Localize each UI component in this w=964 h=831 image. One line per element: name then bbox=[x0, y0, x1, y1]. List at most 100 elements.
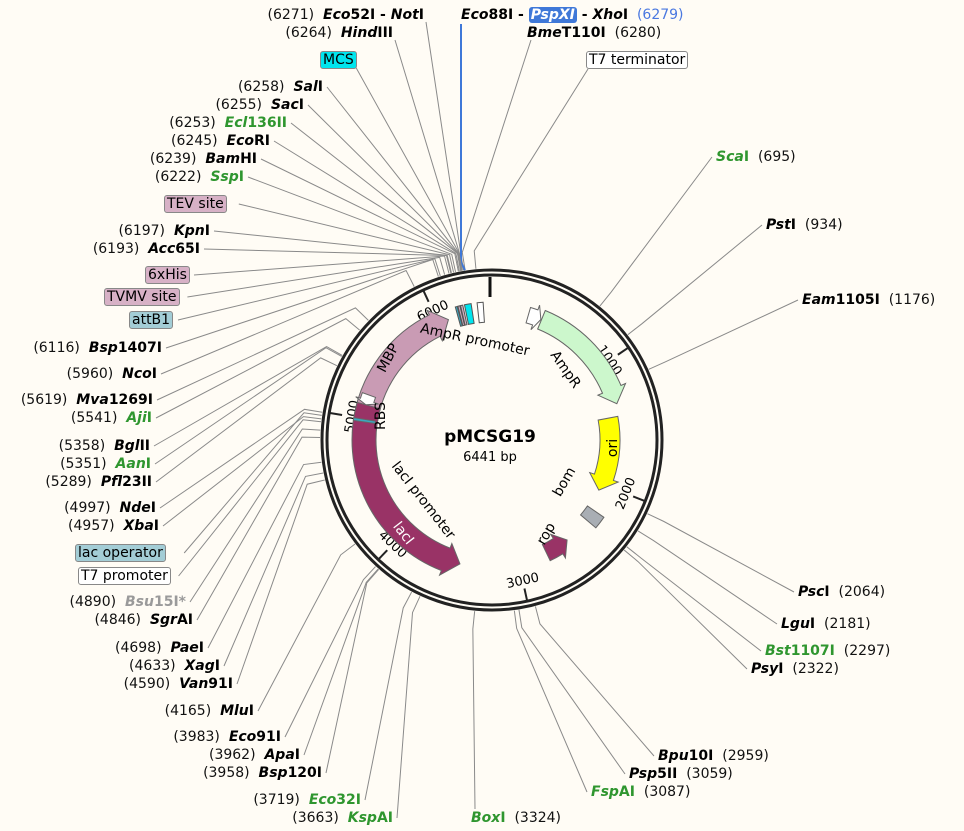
enzyme-site-label[interactable]: (3962) ApaI bbox=[209, 747, 300, 763]
enzyme-site-label[interactable]: PstI (934) bbox=[766, 217, 843, 233]
enzyme-name-part: 52I bbox=[350, 7, 376, 23]
mcs-region-feature[interactable] bbox=[454, 305, 463, 327]
feature-ori[interactable] bbox=[588, 415, 621, 491]
enzyme-site-label[interactable]: Bpu10I (2959) bbox=[658, 748, 769, 764]
enzyme-name: SalI bbox=[293, 79, 323, 95]
enzyme-name-part: I bbox=[778, 661, 784, 677]
feature-rbs[interactable] bbox=[352, 417, 377, 425]
enzyme-name: Bsu15I* bbox=[125, 594, 186, 610]
mcs-region-feature[interactable] bbox=[463, 303, 475, 325]
enzyme-site-label[interactable]: (5358) BglII bbox=[59, 438, 150, 454]
enzyme-name: KpnI bbox=[174, 223, 210, 239]
enzyme-site-label[interactable]: (6253) Ecl136II bbox=[169, 115, 287, 131]
enzyme-name-part: Sgr bbox=[149, 612, 177, 628]
enzyme-position: (3324) bbox=[514, 810, 562, 826]
enzyme-site-label[interactable]: (4997) NdeI bbox=[64, 500, 156, 516]
enzyme-name: LguI bbox=[781, 616, 815, 632]
enzyme-name-part: Mlu bbox=[220, 703, 249, 719]
enzyme-name-part: Not bbox=[390, 7, 419, 23]
enzyme-site-label[interactable]: Eco88I - PspXI - XhoI (6279) bbox=[461, 7, 684, 23]
enzyme-site-label[interactable]: (6197) KpnI bbox=[118, 223, 210, 239]
enzyme-position: (4957) bbox=[68, 518, 115, 534]
feature-label[interactable]: T7 promoter bbox=[78, 567, 171, 585]
enzyme-site-label[interactable]: (4846) SgrAI bbox=[94, 612, 193, 628]
feature-mbp[interactable] bbox=[353, 309, 450, 423]
enzyme-site-label[interactable]: (5541) AjiI bbox=[71, 410, 152, 426]
mcs-region-feature[interactable] bbox=[459, 304, 468, 326]
enzyme-site-label[interactable]: ScaI (695) bbox=[716, 149, 796, 165]
enzyme-site-label[interactable]: (6245) EcoRI bbox=[171, 133, 270, 149]
enzyme-site-label[interactable]: (3983) Eco91I bbox=[173, 729, 281, 745]
enzyme-name: XagI bbox=[185, 658, 220, 674]
enzyme-name-part: - bbox=[576, 7, 593, 23]
enzyme-site-label[interactable]: FspAI (3087) bbox=[591, 784, 690, 800]
enzyme-site-label[interactable]: (4957) XbaI bbox=[68, 518, 159, 534]
enzyme-site-label[interactable]: (6239) BamHI bbox=[150, 151, 257, 167]
feature-label[interactable]: attB1 bbox=[129, 311, 174, 329]
enzyme-name-part: Sal bbox=[293, 79, 318, 95]
tick-mark bbox=[377, 549, 388, 561]
enzyme-name: Eco88I - PspXI - XhoI bbox=[461, 7, 628, 23]
enzyme-site-label[interactable]: (3958) Bsp120I bbox=[203, 765, 322, 781]
enzyme-site-label[interactable]: (6255) SacI bbox=[215, 97, 304, 113]
enzyme-site-label[interactable]: (6222) SspI bbox=[155, 169, 244, 185]
enzyme-name-part: RI bbox=[254, 133, 270, 149]
enzyme-name-part: Ssp bbox=[210, 169, 239, 185]
feature-label[interactable]: T7 terminator bbox=[586, 51, 689, 69]
enzyme-name-part: Eam bbox=[802, 292, 836, 308]
plasmid-name: pMCSG19 bbox=[444, 427, 536, 447]
mcs-region-feature[interactable] bbox=[457, 305, 466, 327]
enzyme-site-label[interactable]: BoxI (3324) bbox=[471, 810, 561, 826]
feature-rop[interactable] bbox=[541, 533, 568, 562]
mcs-region-feature[interactable] bbox=[476, 301, 485, 324]
feature-label[interactable]: 6xHis bbox=[145, 266, 190, 284]
enzyme-site-label[interactable]: (5960) NcoI bbox=[67, 366, 157, 382]
enzyme-name: SacI bbox=[271, 97, 304, 113]
enzyme-site-label[interactable]: PscI (2064) bbox=[798, 584, 885, 600]
enzyme-site-label[interactable]: (6258) SalI bbox=[238, 79, 323, 95]
feature-laci-promoter[interactable] bbox=[355, 391, 379, 406]
enzyme-name-part: I bbox=[743, 149, 750, 165]
enzyme-site-label[interactable]: (6264) HindIII bbox=[285, 25, 393, 41]
enzyme-site-label[interactable]: (5619) Mva1269I bbox=[21, 392, 153, 408]
enzyme-site-label[interactable]: (5289) Pfl23II bbox=[45, 474, 152, 490]
feature-label[interactable]: TEV site bbox=[164, 195, 227, 213]
enzyme-site-label[interactable]: Psp5II (3059) bbox=[629, 766, 733, 782]
feature-ampr-promoter[interactable] bbox=[525, 304, 542, 331]
enzyme-site-label[interactable]: (4165) MluI bbox=[165, 703, 254, 719]
enzyme-name-part: 15I* bbox=[153, 594, 186, 610]
enzyme-name-part: I bbox=[214, 658, 220, 674]
enzyme-site-label[interactable]: (3663) KspAI bbox=[292, 810, 393, 826]
tick-mark bbox=[523, 588, 529, 602]
enzyme-site-label[interactable]: Eam1105I (1176) bbox=[802, 292, 935, 308]
enzyme-name-part: Nde bbox=[119, 500, 151, 516]
enzyme-site-label[interactable]: (4890) Bsu15I* bbox=[70, 594, 186, 610]
enzyme-site-label[interactable]: (5351) AanI bbox=[60, 456, 151, 472]
enzyme-site-label[interactable]: BmeT110I (6280) bbox=[527, 25, 661, 41]
enzyme-name-part: I bbox=[146, 410, 152, 426]
enzyme-site-label[interactable]: (4698) PaeI bbox=[115, 640, 204, 656]
enzyme-position: (5351) bbox=[60, 456, 107, 472]
enzyme-leader-line bbox=[626, 546, 762, 652]
enzyme-site-label[interactable]: (6193) Acc65I bbox=[93, 241, 200, 257]
enzyme-site-label[interactable]: (4590) Van91I bbox=[124, 676, 233, 692]
feature-label[interactable]: lac operator bbox=[75, 544, 166, 562]
enzyme-site-label[interactable]: (4633) XagI bbox=[129, 658, 220, 674]
feature-label[interactable]: TVMV site bbox=[104, 288, 180, 306]
enzyme-site-label[interactable]: (6116) Bsp1407I bbox=[33, 340, 162, 356]
enzyme-name-part: I bbox=[248, 703, 254, 719]
enzyme-site-label[interactable]: (3719) Eco32I bbox=[253, 792, 361, 808]
feature-ampr[interactable] bbox=[536, 309, 627, 405]
enzyme-leader-line bbox=[156, 307, 369, 401]
enzyme-site-label[interactable]: (6271) Eco52I - NotI bbox=[268, 7, 424, 23]
enzyme-site-label[interactable]: Bst1107I (2297) bbox=[765, 643, 890, 659]
enzyme-name-part: 23II bbox=[122, 474, 152, 490]
feature-label[interactable]: MCS bbox=[320, 51, 357, 69]
enzyme-site-label[interactable]: LguI (2181) bbox=[781, 616, 871, 632]
enzyme-name-part: 65I bbox=[175, 241, 200, 257]
feature-bom[interactable] bbox=[579, 505, 605, 529]
enzyme-position: (2064) bbox=[838, 584, 886, 600]
enzyme-name: Bsp120I bbox=[259, 765, 322, 781]
enzyme-site-label[interactable]: PsyI (2322) bbox=[751, 661, 839, 677]
enzyme-name: Mva1269I bbox=[76, 392, 153, 408]
